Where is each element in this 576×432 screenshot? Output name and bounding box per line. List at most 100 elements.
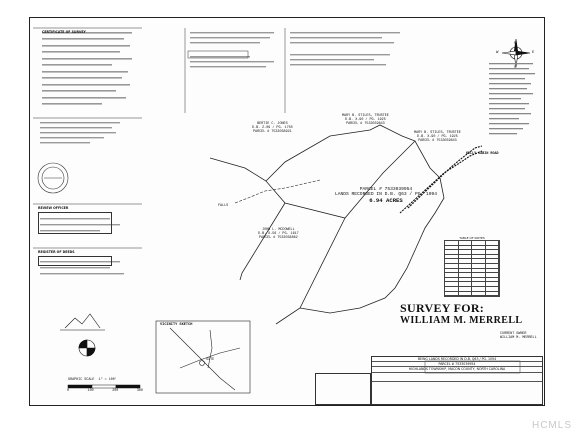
table-notes-cell — [472, 286, 486, 291]
title-block: BEING LANDS RECORDED IN D.B. Q63 / PG. 1… — [371, 356, 543, 405]
table-of-notes: TABLE OF NOTES — [444, 236, 500, 298]
title-location-line: HIGHLANDS TOWNSHIP, MACON COUNTY, NORTH … — [372, 367, 542, 373]
watermark: HCMLS — [531, 420, 572, 431]
table-notes-cell — [459, 268, 472, 273]
vicinity-site: SITE — [206, 358, 215, 362]
title-parcel-line: PARCEL # 7533039954 — [372, 362, 542, 368]
parcel-deed: LANDS RECORDED IN D.B. Q63 / PG. 1094 — [335, 192, 437, 198]
table-notes-cell — [459, 291, 472, 296]
review-officer-title: REVIEW OFFICER — [38, 206, 69, 210]
table-notes-cell — [472, 259, 486, 263]
register-deeds-box — [38, 256, 112, 266]
table-notes-row — [445, 268, 499, 274]
table-notes-cell — [486, 286, 499, 291]
table-notes-cell — [486, 250, 499, 254]
table-notes-row — [445, 277, 499, 283]
parcel-id: PARCEL # 7533039954 — [359, 187, 413, 192]
table-notes-row — [445, 241, 499, 246]
review-officer-box — [38, 212, 112, 234]
table-notes-cell — [445, 286, 459, 291]
graphic-scale-label: GRAPHIC SCALE 1" = 100' — [68, 378, 117, 382]
table-notes-cell — [472, 268, 486, 273]
register-deeds-title: REGISTER OF DEEDS — [38, 250, 75, 254]
table-notes-cell — [445, 268, 459, 273]
certificate-title: CERTIFICATE OF SURVEY — [42, 30, 86, 34]
table-notes-cell — [459, 250, 472, 254]
title-company-row — [372, 373, 542, 382]
stamp-seal — [37, 162, 69, 194]
table-notes-cell — [459, 277, 472, 282]
table-notes-row — [445, 245, 499, 251]
table-notes-title: TABLE OF NOTES — [459, 236, 485, 240]
table-notes-cell — [472, 277, 486, 282]
table-notes-cell — [486, 273, 499, 277]
register-deeds-block: REGISTER OF DEEDS — [38, 250, 138, 266]
table-notes-cell — [486, 268, 499, 273]
review-officer-block: REVIEW OFFICER — [38, 206, 138, 234]
table-notes-cell — [486, 291, 499, 296]
parcel-title-block: PARCEL # 7533039954 LANDS RECORDED IN D.… — [335, 187, 437, 203]
table-notes-row — [445, 263, 499, 269]
table-notes-cell — [445, 291, 459, 296]
table-notes-cell — [472, 291, 486, 296]
table-notes-cell — [472, 282, 486, 286]
mountain-logo — [60, 313, 105, 331]
survey-heading: SURVEY FOR: — [400, 301, 485, 315]
table-notes-cell — [459, 245, 472, 250]
table-notes-row — [445, 282, 499, 287]
table-notes-cell — [486, 263, 499, 268]
title-deed-line: BEING LANDS RECORDED IN D.B. Q63 / PG. 1… — [372, 357, 542, 363]
creek — [234, 179, 321, 204]
table-notes-cell — [445, 282, 459, 286]
table-notes-cell — [486, 282, 499, 286]
table-notes-cell — [445, 245, 459, 250]
north-arrow — [501, 38, 531, 68]
table-notes-cell — [459, 273, 472, 277]
plat-sheet: CERTIFICATE OF SURVEY REVIEW OFFICER REG… — [29, 17, 545, 406]
table-notes-cell — [445, 273, 459, 277]
scale-ring — [78, 339, 96, 357]
table-notes-cell — [445, 259, 459, 263]
table-notes-cell — [445, 254, 459, 259]
scale-bar — [67, 384, 141, 389]
table-notes-row — [445, 259, 499, 264]
table-notes-cell — [486, 254, 499, 259]
north-e: E — [532, 51, 535, 55]
table-notes-cell — [459, 286, 472, 291]
table-notes-cell — [459, 263, 472, 268]
current-owner-box: CURRENT OWNER WILLIAM M. MERRELL — [500, 332, 537, 340]
table-notes-cell — [486, 241, 499, 245]
table-notes-cell — [472, 273, 486, 277]
table-notes-cell — [445, 277, 459, 282]
table-notes-cell — [445, 241, 459, 245]
table-notes-row — [445, 250, 499, 255]
table-notes-cell — [486, 259, 499, 263]
north-w: W — [496, 51, 499, 55]
north-n: N — [514, 42, 517, 46]
table-notes-cell — [472, 250, 486, 254]
table-notes-row — [445, 273, 499, 278]
parcel-acres: 6.94 ACRES — [369, 196, 403, 204]
boundary-lines — [209, 124, 445, 325]
plat-drawing — [33, 27, 535, 394]
table-notes-cell — [445, 263, 459, 268]
north-s: S — [514, 66, 517, 70]
table-notes-row — [445, 291, 499, 297]
drawing-number-box — [315, 373, 371, 405]
table-notes-cell — [486, 245, 499, 250]
table-notes-cell — [472, 241, 486, 245]
survey-client: WILLIAM M. MERRELL — [400, 315, 523, 326]
vicinity-title: VICINITY SKETCH — [160, 323, 193, 327]
road-edges — [399, 145, 483, 214]
falls-label: FALLS — [218, 204, 229, 208]
current-owner-label: CURRENT OWNER — [500, 332, 527, 336]
certificate-text: CERTIFICATE OF SURVEY — [42, 30, 137, 34]
current-owner-name: WILLIAM M. MERRELL — [500, 336, 537, 340]
table-notes-row — [445, 254, 499, 260]
table-notes-cell — [459, 282, 472, 286]
